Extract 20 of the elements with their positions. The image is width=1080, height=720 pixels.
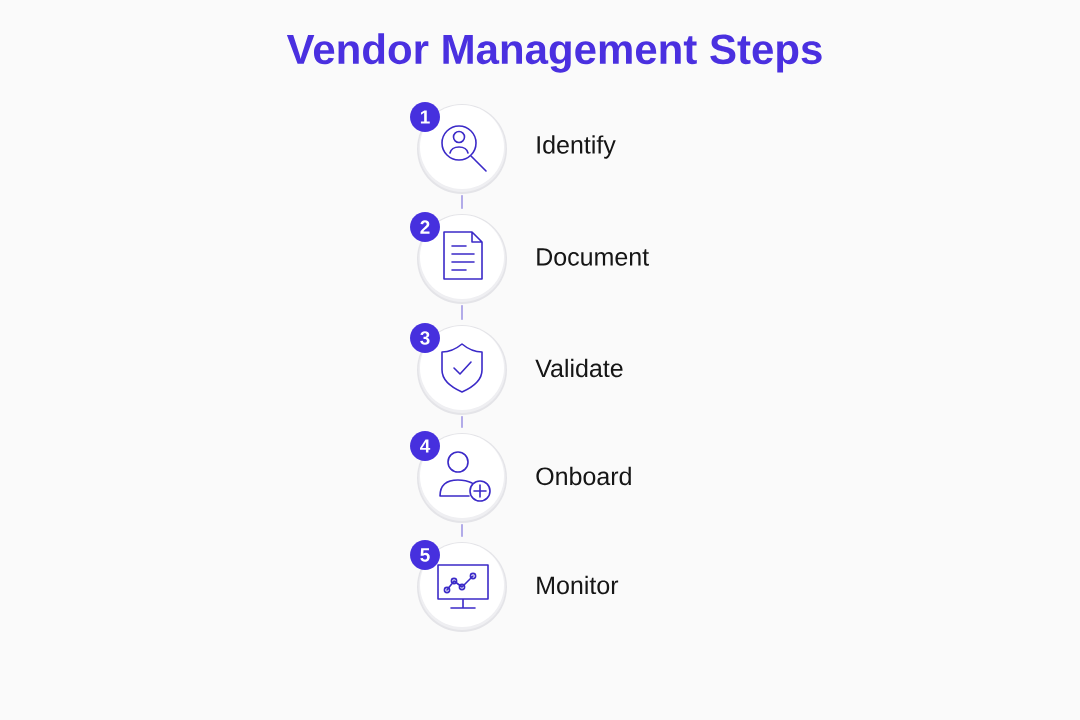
step-number-badge: 1 — [410, 102, 440, 132]
step-number-badge: 5 — [410, 540, 440, 570]
connector-line — [461, 194, 463, 210]
connector-line — [461, 523, 463, 538]
step-circle — [417, 104, 507, 194]
step-label: Onboard — [536, 466, 631, 486]
title: Vendor Management Steps — [286, 33, 822, 73]
step-label: Identify — [537, 135, 616, 159]
connector-line — [461, 304, 463, 321]
step-number-badge: 2 — [410, 212, 440, 242]
step-label: Validate — [535, 358, 623, 378]
step-circle — [417, 325, 507, 415]
step-label: Document — [537, 248, 649, 266]
step-circle — [417, 214, 507, 304]
step-number-badge: 3 — [410, 323, 440, 353]
step-circle — [417, 542, 507, 632]
step-number-badge: 4 — [410, 431, 440, 461]
connector-line — [461, 415, 463, 429]
step-circle — [417, 433, 507, 523]
step-label: Monitor — [537, 575, 619, 595]
